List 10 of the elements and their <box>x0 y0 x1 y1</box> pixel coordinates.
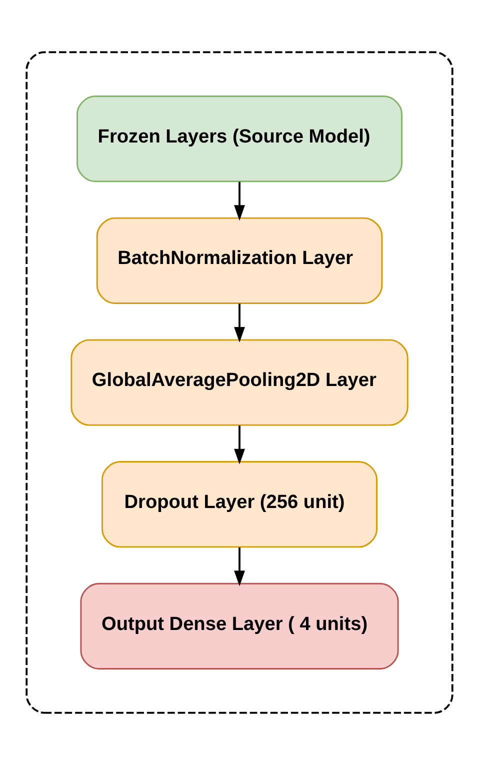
node-box: Frozen Layers (Source Model) <box>76 94 402 182</box>
node-box: Dropout Layer (256 unit) <box>101 460 377 548</box>
node-box: Output Dense Layer ( 4 units) <box>80 582 398 670</box>
arrow <box>234 425 244 464</box>
arrow <box>234 303 244 342</box>
node-box: BatchNormalization Layer <box>96 216 382 304</box>
node-box: GlobalAveragePooling2D Layer <box>70 338 408 426</box>
arrow <box>234 181 244 220</box>
cluster <box>25 50 453 714</box>
arrow <box>234 546 244 586</box>
